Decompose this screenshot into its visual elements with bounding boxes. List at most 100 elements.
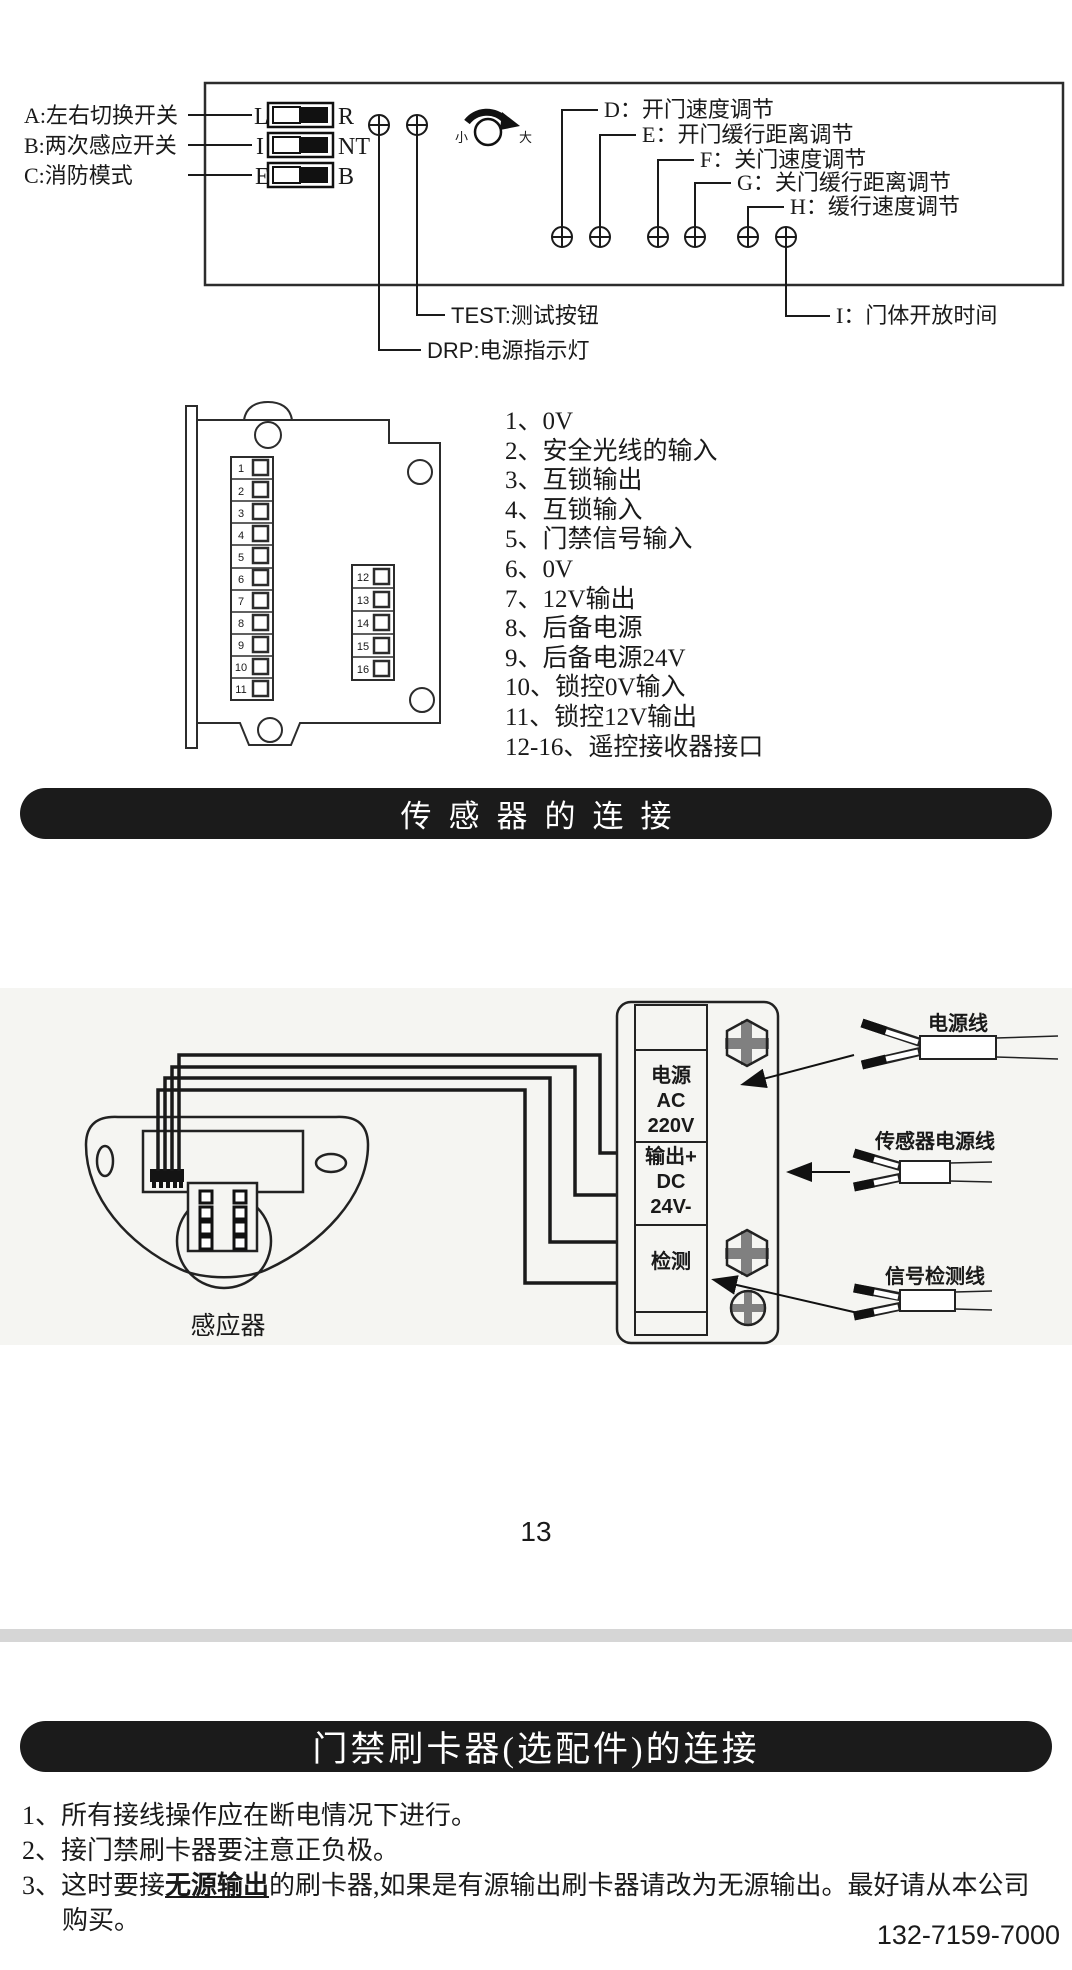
psu-power-label-2: AC bbox=[657, 1090, 686, 1112]
controller-outline bbox=[203, 81, 1065, 287]
power-line-label: 电源线 bbox=[928, 1011, 988, 1035]
signal-detect-wire: 信号检测线 bbox=[853, 1264, 993, 1321]
pin-11: 11 bbox=[235, 684, 246, 696]
pot-leaders bbox=[561, 109, 784, 227]
switch-row-c: C:消防模式 E B bbox=[24, 161, 354, 190]
pin-desc: 10、锁控0V输入 bbox=[505, 674, 686, 702]
switch-c-knob bbox=[300, 167, 328, 183]
sensor-body bbox=[84, 1115, 370, 1290]
pin-desc: 5、门禁信号输入 bbox=[505, 526, 693, 554]
pin-desc: 2、安全光线的输入 bbox=[505, 437, 718, 465]
section-banner-sensor-connection: 传感器的连接 bbox=[20, 788, 1052, 839]
signal-detect-label: 信号检测线 bbox=[885, 1264, 985, 1288]
section-title: 传感器的连接 bbox=[400, 799, 689, 834]
psu-output-label-1: 输出+ bbox=[645, 1144, 697, 1168]
note-1: 1、所有接线操作应在断电情况下进行。 bbox=[22, 1801, 478, 1830]
terminal-board-diagram: 1 2 3 4 5 6 7 8 9 10 11 bbox=[185, 400, 441, 749]
switch-c-label: C:消防模式 bbox=[24, 163, 133, 188]
pin-7: 7 bbox=[238, 596, 244, 608]
pin-10: 10 bbox=[235, 662, 247, 674]
pin-desc: 6、0V bbox=[505, 555, 574, 583]
hole-bottom-center bbox=[257, 717, 283, 743]
psu-power-label-3: 220V bbox=[648, 1115, 695, 1137]
mounting-rail bbox=[185, 405, 198, 749]
page-number: 13 bbox=[520, 1516, 552, 1547]
sensor-connector bbox=[150, 1169, 184, 1182]
pin-1: 1 bbox=[238, 463, 244, 475]
switch-b-knob bbox=[300, 137, 328, 153]
switch-a-right: R bbox=[338, 104, 354, 130]
pin-13: 13 bbox=[357, 595, 369, 607]
separator-stripe bbox=[0, 1629, 1072, 1642]
hole-top-right bbox=[407, 459, 433, 485]
power-line-arrow bbox=[740, 1054, 855, 1089]
phone-number: 132-7159-7000 bbox=[876, 1920, 1060, 1950]
switch-a-label: A:左右切换开关 bbox=[24, 103, 178, 128]
pin-desc: 9、后备电源24V bbox=[505, 644, 686, 672]
switch-row-b: B:两次感应开关 I NT bbox=[24, 131, 370, 160]
switch-row-a: A:左右切换开关 L R bbox=[24, 101, 354, 130]
pin-3: 3 bbox=[238, 508, 244, 520]
pot-label-d: D：开门速度调节 bbox=[604, 97, 774, 122]
notes-list: 1、所有接线操作应在断电情况下进行。 2、接门禁刷卡器要注意正负极。 3、这时要… bbox=[22, 1798, 1050, 1938]
pin-5: 5 bbox=[238, 552, 244, 564]
drp-test-screws bbox=[368, 114, 428, 136]
signal-detect-arrow bbox=[711, 1275, 859, 1314]
pin-8: 8 bbox=[238, 618, 244, 630]
pin-desc: 1、0V bbox=[505, 408, 574, 435]
terminal-strip-left: 1 2 3 4 5 6 7 8 9 10 11 bbox=[230, 456, 274, 701]
pin-15: 15 bbox=[357, 641, 369, 653]
section-title: 门禁刷卡器(选配件)的连接 bbox=[312, 1730, 760, 1769]
pot-label-e: E：开门缓行距离调节 bbox=[642, 122, 853, 147]
bottom-leaders bbox=[378, 135, 830, 351]
hole-top-center bbox=[254, 421, 282, 449]
switch-a-knob bbox=[300, 107, 328, 123]
sensor-slot-right bbox=[314, 1152, 348, 1174]
pin-14: 14 bbox=[357, 618, 369, 630]
sensor-power-label: 传感器电源线 bbox=[874, 1129, 995, 1153]
pin-9: 9 bbox=[238, 640, 244, 652]
pot-label-g: G：关门缓行距离调节 bbox=[737, 170, 951, 195]
pin-16: 16 bbox=[357, 664, 369, 676]
psu-outline bbox=[615, 1000, 780, 1345]
terminal-strip-right: 12 13 14 15 16 bbox=[351, 564, 395, 681]
pin-desc: 12-16、遥控接收器接口 bbox=[505, 733, 764, 761]
psu-output-label-2: DC bbox=[657, 1171, 686, 1193]
sensor-label: 感应器 bbox=[190, 1312, 265, 1340]
sensor-slot-left bbox=[95, 1144, 115, 1178]
volume-knob-icon: 小 大 bbox=[455, 108, 532, 147]
sensor-power-wire: 传感器电源线 bbox=[852, 1129, 995, 1192]
dip-switches bbox=[198, 1189, 248, 1251]
pin-2: 2 bbox=[238, 486, 244, 498]
psu-screw-middle bbox=[725, 1228, 769, 1278]
note-3-passive-output: 无源输出 bbox=[165, 1871, 270, 1900]
pin-desc: 4、互锁输入 bbox=[505, 496, 643, 524]
pot-label-f: F：关门速度调节 bbox=[700, 147, 866, 172]
power-line-wire: 电源线 bbox=[860, 1011, 1059, 1070]
psu-power-label-1: 电源 bbox=[651, 1064, 691, 1087]
pin-6: 6 bbox=[238, 574, 244, 586]
switch-b-label: B:两次感应开关 bbox=[24, 133, 177, 158]
sensor-wiring-diagram: 感应器 电源 AC 220V 输出+ DC 24V- 检测 bbox=[0, 988, 1072, 1345]
knob-max-label: 大 bbox=[519, 130, 532, 145]
pin-desc: 8、后备电源 bbox=[505, 615, 643, 643]
pin-desc: 3、互锁输出 bbox=[505, 467, 643, 495]
note-3-suffix: 的刷卡器,如果是有源输出刷卡器请改为无源输出。最好请从本公司购买。 bbox=[62, 1871, 1030, 1935]
pin-desc: 11、锁控12V输出 bbox=[505, 703, 698, 731]
power-supply-unit: 电源 AC 220V 输出+ DC 24V- 检测 bbox=[615, 1000, 780, 1345]
switch-c-right: B bbox=[338, 164, 354, 190]
pin-4: 4 bbox=[238, 530, 244, 542]
hole-bottom-right bbox=[409, 687, 435, 713]
section-banner-card-reader-connection: 门禁刷卡器(选配件)的连接 bbox=[20, 1721, 1052, 1772]
switch-a-left: L bbox=[254, 104, 269, 130]
pot-screws bbox=[551, 226, 797, 248]
note-3-prefix: 3、这时要接 bbox=[22, 1871, 166, 1900]
switch-b-left: I bbox=[256, 134, 264, 160]
psu-detect-label: 检测 bbox=[651, 1249, 691, 1273]
pin-12: 12 bbox=[357, 572, 369, 584]
psu-screw-bottom bbox=[729, 1289, 767, 1327]
switch-c-left: E bbox=[255, 164, 270, 190]
psu-output-label-3: 24V- bbox=[650, 1196, 691, 1218]
sensor-wires bbox=[156, 1053, 617, 1285]
